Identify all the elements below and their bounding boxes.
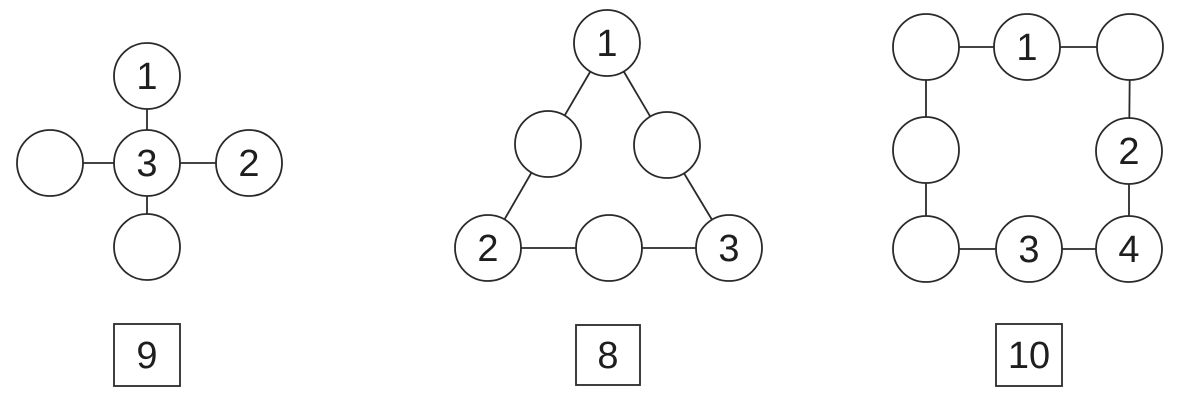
node-circle[interactable] (892, 116, 960, 184)
node-bottom-right: 3 (695, 214, 763, 282)
node-mid-right: 2 (1095, 117, 1163, 185)
node-bottom[interactable] (113, 213, 181, 281)
node-center: 3 (113, 129, 181, 197)
node-label: 3 (136, 143, 157, 185)
puzzle-triangle: 1 2 3 8 (454, 9, 763, 386)
node-circle[interactable] (633, 111, 701, 179)
puzzle-square: 1 2 3 4 10 (892, 13, 1164, 387)
node-right: 2 (215, 129, 283, 197)
node-label: 2 (238, 143, 259, 185)
node-bottom-left[interactable] (892, 215, 960, 283)
node-circle[interactable] (892, 13, 960, 81)
node-bottom-right: 4 (1095, 215, 1163, 283)
node-circle (215, 129, 283, 197)
node-top-mid: 1 (993, 13, 1061, 81)
node-circle (1095, 215, 1163, 283)
node-left[interactable] (16, 129, 84, 197)
node-circle[interactable] (892, 215, 960, 283)
node-top-right[interactable] (1096, 13, 1164, 81)
node-apex: 1 (573, 9, 641, 77)
node-circle (573, 9, 641, 77)
node-label: 1 (136, 56, 157, 98)
target-sum-value: 10 (1008, 335, 1050, 377)
node-circle (113, 129, 181, 197)
target-sum-frame (575, 324, 641, 386)
node-circle (995, 215, 1063, 283)
target-sum-box: 10 (995, 323, 1063, 387)
node-circle[interactable] (575, 214, 643, 282)
target-sum-value: 9 (136, 335, 157, 377)
node-circle (113, 42, 181, 110)
node-left-mid[interactable] (514, 110, 582, 178)
node-label: 4 (1118, 229, 1139, 271)
target-sum-box: 9 (113, 323, 181, 387)
node-circle (695, 214, 763, 282)
target-sum-value: 8 (597, 335, 618, 377)
node-label: 1 (1016, 27, 1037, 69)
node-circle[interactable] (1096, 13, 1164, 81)
node-circle[interactable] (113, 213, 181, 281)
node-label: 2 (1118, 131, 1139, 173)
node-label: 1 (596, 23, 617, 65)
node-bottom-mid: 3 (995, 215, 1063, 283)
node-top: 1 (113, 42, 181, 110)
node-right-mid[interactable] (633, 111, 701, 179)
node-circle (454, 214, 522, 282)
node-mid-left[interactable] (892, 116, 960, 184)
target-sum-frame (113, 323, 181, 387)
node-label: 3 (1018, 229, 1039, 271)
target-sum-box: 8 (575, 324, 641, 386)
node-circle (1095, 117, 1163, 185)
node-label: 3 (718, 228, 739, 270)
node-bottom-mid[interactable] (575, 214, 643, 282)
node-circle[interactable] (514, 110, 582, 178)
node-bottom-left: 2 (454, 214, 522, 282)
node-label: 2 (477, 228, 498, 270)
target-sum-frame (995, 323, 1063, 387)
puzzle-cross: 1 3 2 9 (16, 42, 283, 387)
node-circle[interactable] (16, 129, 84, 197)
node-circle (993, 13, 1061, 81)
node-top-left[interactable] (892, 13, 960, 81)
